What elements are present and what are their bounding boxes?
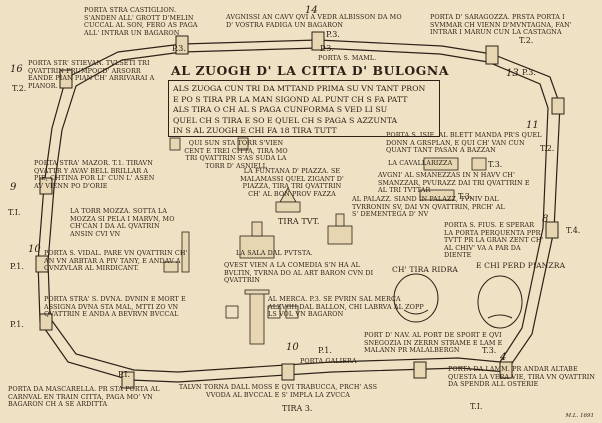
rule-line: ALS TIRA O CH AL S PAGA CUNFORMA S VED L… <box>173 105 388 115</box>
space-vidal-text[interactable]: PORTA S. VIDAL. PARE VN QVATTRIN CH' AN … <box>44 249 188 273</box>
artist-credit: M.L. 1691 <box>565 413 594 419</box>
space-sminzar-text[interactable]: AVGNI' AL SMANEZZAS IN N HAVV CH' SMANZZ… <box>378 171 530 195</box>
space-chi-ride-text[interactable]: CH' TIRA RIDRA <box>392 265 459 274</box>
space-grotta-tag: P.3. <box>172 44 186 53</box>
space-mascarella-text[interactable]: PORTA DA MASCARELLA. PR STA PORTA AL CAR… <box>8 385 160 409</box>
space-mazor-number: 9 <box>10 182 17 193</box>
space-galiera-tag: P.1. <box>318 346 332 355</box>
space-fius-tag: T.4. <box>566 226 581 235</box>
space-sala-text[interactable]: LA SALA DAL PVTSTA. <box>236 249 313 257</box>
space-torremozza-text[interactable]: LA TORR MOZZA. SOTTA LA MOZZA SI PELA I … <box>70 207 175 238</box>
space-saragozza-tag: T.2. <box>519 36 534 45</box>
space-saragozza-text[interactable]: PORTA D' SARAGOZZA. PRSTA PORTA I SVMMAR… <box>430 13 572 37</box>
space-stievan-text[interactable]: PORTA STR' STIEVAN. TVLSETI TRI QVATTRIN… <box>28 59 155 90</box>
space-13-number: 13 <box>506 68 519 79</box>
space-vidal-tag: P.1. <box>10 262 24 271</box>
space-maml-text[interactable]: PORTA S. MAML. <box>318 54 377 62</box>
space-stievan-tag: T.2. <box>12 84 27 93</box>
space-portnav-text[interactable]: PORT D' NAV. AL PORT DE SPORT E QVI SNEG… <box>364 331 503 355</box>
space-isaia-tag: T.2. <box>540 144 555 153</box>
space-cavallerizza-tag: T.3. <box>488 160 503 169</box>
space-palazz-text[interactable]: AL PALAZZ. SIAND IN PALAZZ, TVNIV DAL TV… <box>352 195 505 219</box>
rules-box: ALS ZUOGA CUN TRI DA MTTAND PRIMA SU VN … <box>168 80 440 137</box>
space-duna-text[interactable]: PORTA STRA' S. DVNA. DVNIN E MORT E ASSI… <box>44 295 186 319</box>
space-vidal-number: 10 <box>28 244 41 255</box>
space-isaia-text[interactable]: PORTA S. ISIE. AL BLETT MANDA PR'S QUEL … <box>386 131 542 155</box>
space-13-tag: P.3. <box>522 68 536 77</box>
space-albisson-number: 14 <box>305 5 318 16</box>
space-mazor-text[interactable]: PORTA STRA' MAZOR. T.1. TIRAVN QVATTR Y … <box>34 159 155 190</box>
space-merca-text[interactable]: AL MERCA. P.3. SE PVRIN SAL MERCA ALZVGH… <box>268 295 424 319</box>
space-comedia-text[interactable]: QVEST VIEN A LA COMEDIA S'N HA AL BVLTIN… <box>224 261 374 285</box>
rule-line: IN S AL ZUOGH E CHI FA 18 TIRA TUTT <box>173 126 337 136</box>
space-cavallerizza-text[interactable]: LA CAVALLARIZZA <box>388 159 453 167</box>
space-trabuca-text[interactable]: TALVN TORNA DALL MOSS E QVI TRABUCCA, PR… <box>178 383 378 399</box>
space-portnav-tag: T.3. <box>482 346 497 355</box>
board-title: AL ZUOGH D' LA CITTA D' BULOGNA <box>171 63 450 78</box>
rule-line: QUEL CH S TIRA E SO E QUEL CH S PAGA S A… <box>173 115 398 125</box>
space-torre-text[interactable]: QUI SUN STA TORR S'VIEN CENT E TREI CITT… <box>184 139 288 170</box>
space-fius-number: 8 <box>542 214 549 225</box>
space-lamm-tag: T.I. <box>470 402 483 411</box>
space-isaia-number: 11 <box>526 120 539 131</box>
space-tiratutt-text[interactable]: TIRA TVT. <box>278 217 320 226</box>
space-lamm-number: 4 <box>500 352 507 363</box>
space-galiera-text[interactable]: PORTA GALIERA <box>300 357 357 365</box>
space-sminzar-tag: T.3. <box>458 192 473 201</box>
space-maml-tag: P.3. <box>320 44 334 53</box>
space-albisson-tag: P.3. <box>326 30 340 39</box>
space-galiera-number: 10 <box>286 342 299 353</box>
rule-line: ALS ZUOGA CUN TRI DA MTTAND PRIMA SU VN … <box>173 84 426 93</box>
space-lamm-text[interactable]: PORTA DA LAMM. PR ANDAR ALTABE QUESTA LA… <box>448 365 596 389</box>
space-grotta-text[interactable]: PORTA STRA CASTIGLION. S'ANDEN ALL' GROT… <box>84 6 198 37</box>
space-trabuca-tag: TIRA 3. <box>282 404 313 413</box>
space-chi-piange-text[interactable]: E CHI PERD PIANZRA <box>476 261 566 270</box>
space-fius-text[interactable]: PORTA S. FIUS. E SPERAR LA PORTA PERQUEN… <box>444 221 544 260</box>
space-albisson-text[interactable]: AVGNISSI AN CAVV QVI A VEDR ALBISSON DA … <box>226 13 402 29</box>
space-mascarella-tag: P.I. <box>118 370 131 379</box>
space-mazor-tag: T.I. <box>8 208 21 217</box>
space-stievan-number: 16 <box>10 64 23 75</box>
space-fontana-text[interactable]: LA FUNTANA D' PIAZZA. SE MALAMASSI QUEL … <box>240 167 344 198</box>
space-duna-tag: P.1. <box>10 320 24 329</box>
rule-line: E PO S TIRA PR LA MAN SIGOND AL PUNT CH … <box>173 94 408 104</box>
